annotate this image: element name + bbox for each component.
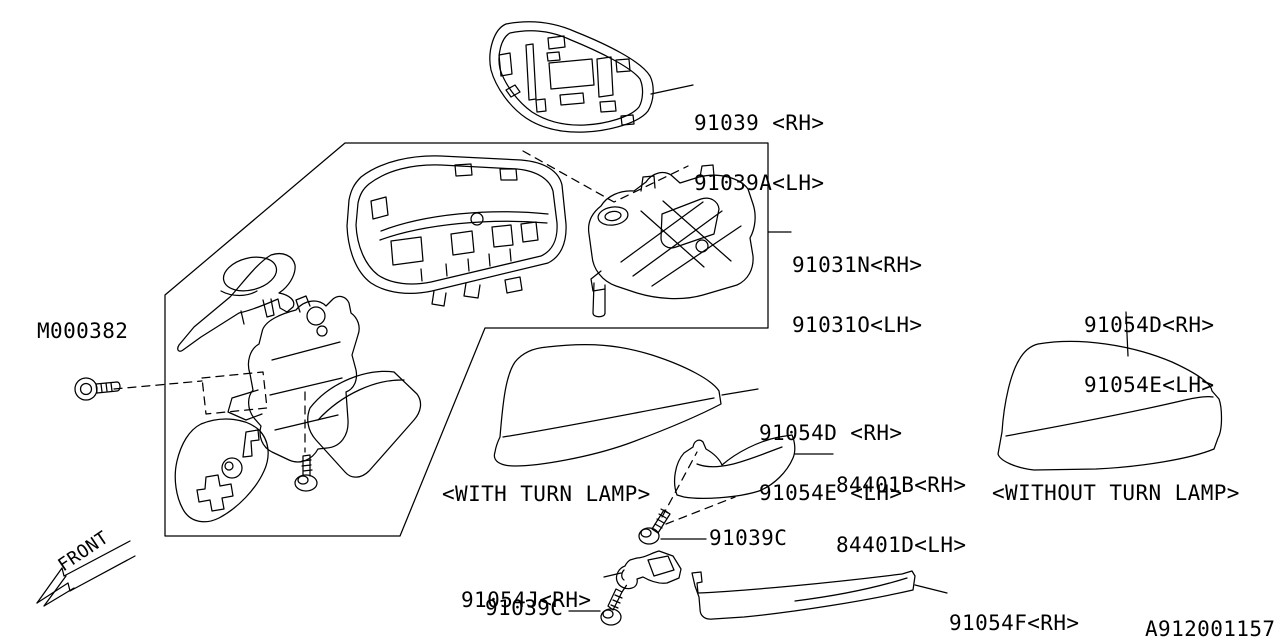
part-number-line[interactable]: 91054D<RH> <box>1084 313 1215 337</box>
part-number-line[interactable]: 91054F<RH> <box>949 611 1080 635</box>
lower-strip-drawing <box>691 570 948 620</box>
diagram-id: A912001157 <box>1145 617 1276 640</box>
label-91054-center[interactable]: 91054D <RH> 91054E <LH> <box>759 383 902 543</box>
bolt-drawing <box>74 377 121 401</box>
base-cover-upper-drawing <box>177 252 296 352</box>
label-m000382[interactable]: M000382 <box>37 319 129 343</box>
label-84401[interactable]: 84401B<RH> 84401D<LH> <box>836 435 966 595</box>
turn-lamp-drawing <box>674 434 834 499</box>
part-number-line[interactable]: 91054D <RH> <box>759 421 903 445</box>
front-arrow <box>36 540 136 607</box>
base-cover-lower-drawing <box>307 370 422 478</box>
label-91031[interactable]: 91031N<RH> 91031O<LH> <box>792 215 922 375</box>
lower-bracket-drawing <box>603 550 682 590</box>
part-number-line[interactable]: 84401D<LH> <box>836 533 967 557</box>
label-91039[interactable]: 91039 <RH> 91039A<LH> <box>694 73 824 233</box>
label-91054-right[interactable]: 91054D<RH> 91054E<LH> <box>1084 275 1214 435</box>
caption-without-turn-lamp: <WITHOUT TURN LAMP> <box>992 481 1240 505</box>
turn-lamp-screw-drawing <box>638 508 707 545</box>
label-91054f[interactable]: 91054F<RH> 91054G<LH> <box>949 573 1079 640</box>
part-number-line[interactable]: 91031O<LH> <box>792 313 923 337</box>
part-number-line[interactable]: 91039 <RH> <box>694 111 825 135</box>
cover-without-turn-lamp-drawing <box>997 311 1223 471</box>
part-number-line[interactable]: 84401B<RH> <box>836 473 967 497</box>
base-gasket-drawing <box>174 418 269 523</box>
part-number-line[interactable]: 91054J<RH> <box>461 588 592 612</box>
part-number-line[interactable]: 91031N<RH> <box>792 253 923 277</box>
label-91039c-upper[interactable]: 91039C <box>709 526 788 550</box>
part-number-line[interactable]: 91039A<LH> <box>694 171 825 195</box>
part-number-line[interactable]: 91054E<LH> <box>1084 373 1215 397</box>
label-91054j[interactable]: 91054J<RH> 91054L<LH> <box>461 550 591 640</box>
inner-screw-drawing <box>294 454 318 492</box>
assembly-panel-outline <box>164 142 769 537</box>
label-91039c-lower[interactable]: 91039C <box>485 596 564 620</box>
actuator-drawing <box>227 295 360 463</box>
mirror-glass-drawing <box>489 21 694 133</box>
mirror-housing-drawing <box>346 155 567 307</box>
dashed-leader-lines <box>113 150 736 593</box>
mirror-bracket-drawing <box>587 164 792 318</box>
part-number-line[interactable]: 91054E <LH> <box>759 481 903 505</box>
caption-with-turn-lamp: <WITH TURN LAMP> <box>442 482 651 506</box>
cover-with-turn-lamp-drawing <box>493 344 759 467</box>
lower-screw-drawing <box>568 588 623 626</box>
